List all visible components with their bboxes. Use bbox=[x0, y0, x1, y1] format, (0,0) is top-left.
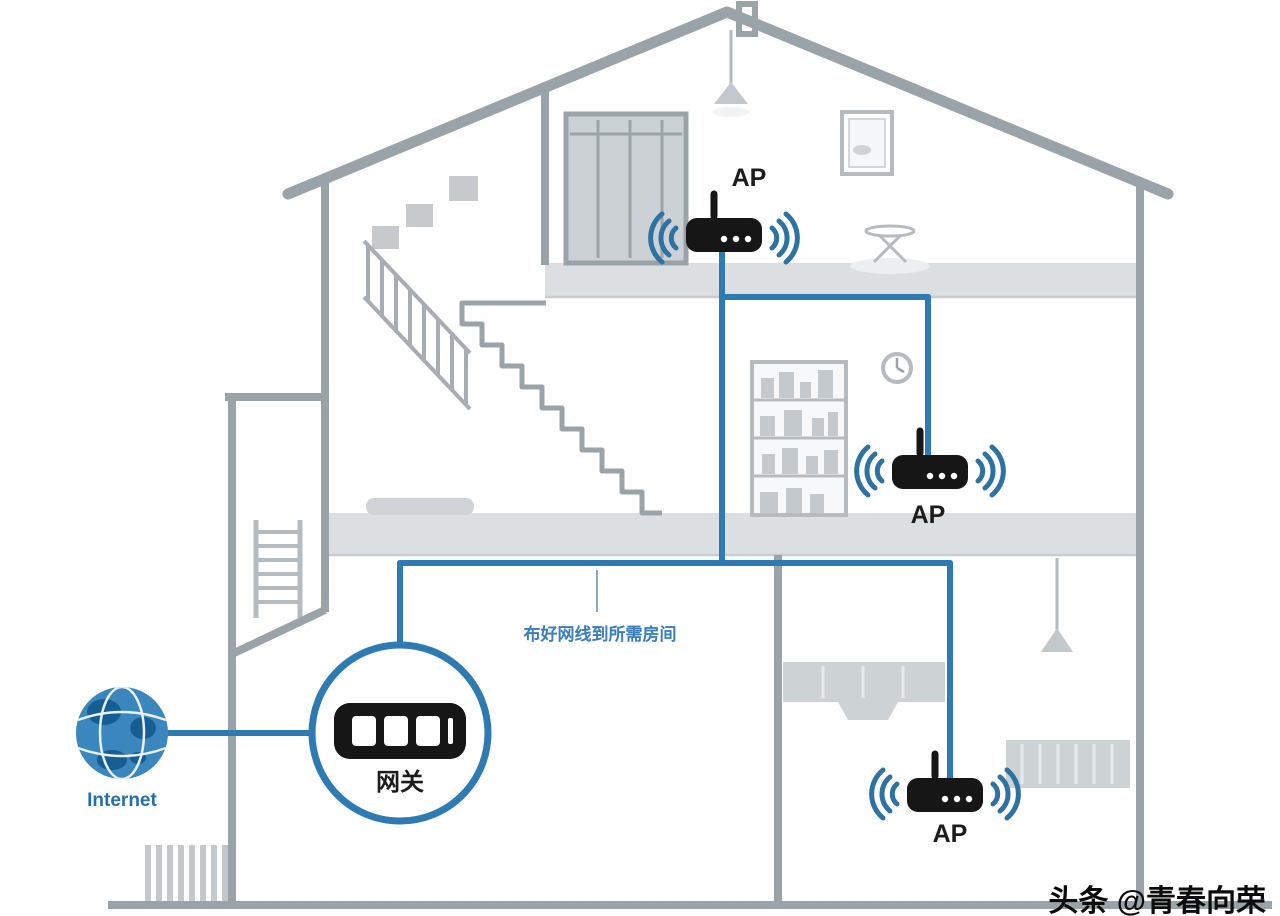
ceiling-lamp-icon bbox=[713, 30, 749, 117]
clock-icon bbox=[881, 352, 913, 384]
wifi-waves-icon bbox=[648, 211, 800, 265]
ap-middle-floor: AP bbox=[854, 427, 1006, 529]
ap-middle-label: AP bbox=[911, 501, 946, 529]
internet: Internet bbox=[76, 687, 168, 811]
gateway-device-icon bbox=[334, 703, 466, 759]
network-cables bbox=[165, 245, 953, 785]
internet-label: Internet bbox=[87, 790, 157, 811]
pendant-lamp-icon bbox=[1041, 558, 1073, 652]
wifi-waves-icon bbox=[869, 767, 1021, 821]
ap-attic: AP bbox=[648, 164, 800, 265]
stair-railing bbox=[362, 239, 472, 411]
gateway-label: 网关 bbox=[376, 769, 424, 796]
wall-pictures bbox=[372, 176, 478, 249]
furniture bbox=[145, 30, 1130, 902]
cable-note-label: 布好网线到所需房间 bbox=[524, 624, 677, 644]
ap-attic-label: AP bbox=[732, 164, 767, 192]
picture-frame bbox=[840, 110, 894, 176]
sofa bbox=[366, 498, 474, 515]
ladder bbox=[253, 520, 303, 618]
bookshelf bbox=[750, 360, 848, 517]
ap-ground-floor: AP bbox=[869, 750, 1021, 848]
ap-router-icon bbox=[892, 427, 968, 489]
watermark-text: 头条 @青春向荣 bbox=[1048, 885, 1266, 916]
floor-slabs bbox=[325, 263, 1140, 557]
ap-router-icon bbox=[686, 190, 762, 252]
fence bbox=[145, 845, 228, 902]
house-structure bbox=[108, 1, 1272, 909]
annex-slope bbox=[230, 606, 327, 658]
second-floor-slab bbox=[325, 513, 1140, 555]
gateway: 网关 bbox=[308, 641, 492, 825]
kitchen-cabinets bbox=[783, 662, 945, 720]
roof bbox=[282, 6, 1174, 200]
stair-steps bbox=[459, 300, 662, 516]
sideboard bbox=[1006, 740, 1130, 788]
wardrobe bbox=[563, 111, 689, 266]
internet-globe-icon bbox=[76, 687, 168, 779]
ap-router-icon bbox=[907, 750, 983, 812]
attic-floor-slab bbox=[545, 263, 1140, 297]
stool bbox=[850, 224, 930, 274]
wifi-waves-icon bbox=[854, 444, 1006, 498]
staircase bbox=[362, 239, 662, 516]
ap-ground-label: AP bbox=[933, 820, 968, 848]
